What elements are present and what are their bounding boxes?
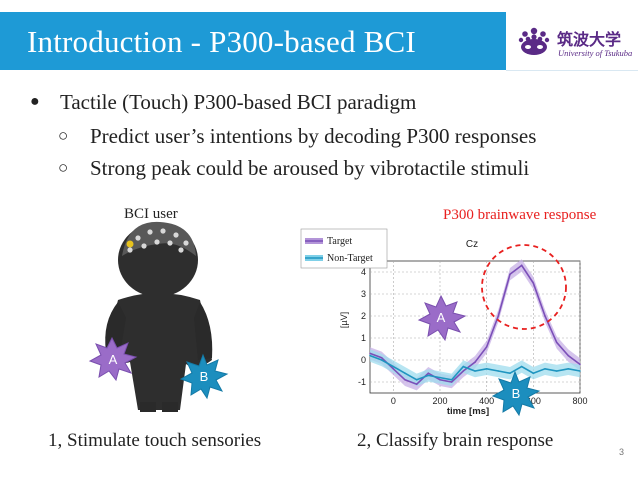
- paulownia-crest-icon: [518, 27, 550, 55]
- data-point-non-target: [544, 368, 546, 370]
- y-tick-label: 2: [361, 311, 366, 321]
- data-point-target: [369, 352, 371, 355]
- legend-non-target-label: Non-Target: [327, 253, 373, 264]
- x-tick-label: 0: [391, 396, 396, 406]
- stimulus-a-label: A: [109, 352, 118, 367]
- data-point-non-target: [497, 370, 500, 372]
- data-point-target: [404, 379, 406, 381]
- data-point-target: [392, 368, 395, 370]
- y-tick-label: 1: [361, 333, 366, 343]
- caption-stimulate: 1, Stimulate touch sensories: [48, 430, 262, 451]
- stimulus-b-label: B: [200, 369, 209, 384]
- bullet-marker: ○: [58, 158, 69, 177]
- data-point-non-target: [474, 370, 476, 372]
- x-tick-label: 200: [432, 396, 447, 406]
- data-point-non-target: [555, 370, 558, 372]
- bci-user-figure: [104, 221, 213, 412]
- data-point-non-target: [567, 368, 570, 370]
- chart-stimulus-a-burst: A: [417, 294, 467, 342]
- bullet-marker: ●: [30, 93, 40, 110]
- y-tick-label: 3: [361, 289, 366, 299]
- data-point-target: [474, 361, 476, 364]
- data-point-non-target: [462, 365, 465, 368]
- data-point-non-target: [579, 370, 581, 372]
- data-point-target: [579, 363, 581, 366]
- university-logo: 筑波大学 University of Tsukuba: [506, 12, 638, 71]
- bullet-marker: ○: [58, 126, 69, 145]
- data-point-target: [485, 346, 488, 348]
- data-point-non-target: [392, 365, 395, 368]
- data-point-non-target: [415, 379, 418, 381]
- legend-target-label: Target: [327, 236, 352, 247]
- data-point-target: [555, 341, 558, 344]
- logo-name-en: University of Tsukuba: [558, 48, 633, 58]
- p300-response-label: P300 brainwave response: [443, 207, 597, 223]
- data-point-target: [462, 370, 465, 372]
- data-point-non-target: [509, 372, 511, 375]
- data-point-target: [509, 273, 511, 276]
- chart-stimulus-b-burst: B: [491, 370, 541, 417]
- band-target: [370, 259, 580, 391]
- peak-highlight-circle: [481, 244, 567, 330]
- data-point-target: [450, 381, 453, 383]
- logo-name-jp: 筑波大学: [557, 32, 622, 49]
- bullet-text: Predict user’s intentions by decoding P3…: [90, 124, 537, 148]
- bullet-sub-1: ○ Predict user’s intentions by decoding P…: [58, 124, 536, 149]
- y-tick-label: 4: [361, 267, 366, 277]
- title-bar: [0, 12, 508, 70]
- axis-ticks: 0 200 400 600 800 -1 0 1 2 3 4: [358, 267, 588, 406]
- data-point-non-target: [485, 368, 488, 370]
- slide-title: Introduction - P300-based BCI: [27, 24, 416, 59]
- data-point-target: [415, 383, 418, 386]
- erp-chart: 0 200 400 600 800 -1 0 1 2 3 4 Cz time [ms] [µV] T…: [300, 228, 588, 417]
- y-tick-label: -1: [358, 377, 366, 387]
- chart-stimulus-b-label: B: [512, 386, 521, 401]
- page-number: 3: [619, 447, 625, 457]
- series-lines: [369, 264, 581, 386]
- data-point-target: [544, 315, 546, 317]
- data-point-non-target: [532, 372, 535, 375]
- data-point-target: [427, 372, 430, 375]
- stimulus-a-burst: [88, 336, 138, 382]
- bullet-text: Strong peak could be aroused by vibrotac…: [90, 156, 530, 180]
- y-axis-label: [µV]: [339, 312, 349, 328]
- x-axis-label: time [ms]: [447, 406, 489, 417]
- data-point-target: [567, 354, 570, 357]
- stimulus-b-burst: [179, 353, 229, 400]
- data-point-non-target: [427, 374, 430, 377]
- data-point-non-target: [439, 376, 441, 379]
- data-point-non-target: [404, 372, 406, 375]
- data-point-non-target: [520, 365, 523, 368]
- bullet-sub-2: ○ Strong peak could be aroused by vibrota…: [58, 156, 529, 181]
- bullet-text: Tactile (Touch) P300-based BCI paradigm: [60, 90, 417, 114]
- data-point-target: [520, 264, 523, 267]
- bci-user-label: BCI user: [124, 206, 178, 222]
- bullet-main: ● Tactile (Touch) P300-based BCI paradigm: [30, 90, 416, 115]
- chart-legend: Target Non-Target: [300, 228, 388, 269]
- x-tick-label: 400: [479, 396, 494, 406]
- data-point-target: [532, 282, 535, 284]
- chart-title: Cz: [466, 239, 478, 250]
- x-tick-label: 800: [572, 396, 587, 406]
- caption-classify: 2, Classify brain response: [357, 430, 554, 451]
- data-point-target: [439, 379, 441, 381]
- data-point-target: [497, 315, 500, 317]
- x-tick-label: 600: [526, 396, 541, 406]
- data-point-non-target: [380, 359, 383, 361]
- chart-stimulus-a-label: A: [437, 310, 446, 325]
- data-point-non-target: [369, 354, 371, 357]
- y-tick-label: 0: [361, 355, 366, 365]
- data-point-target: [380, 357, 383, 359]
- data-point-non-target: [450, 379, 453, 381]
